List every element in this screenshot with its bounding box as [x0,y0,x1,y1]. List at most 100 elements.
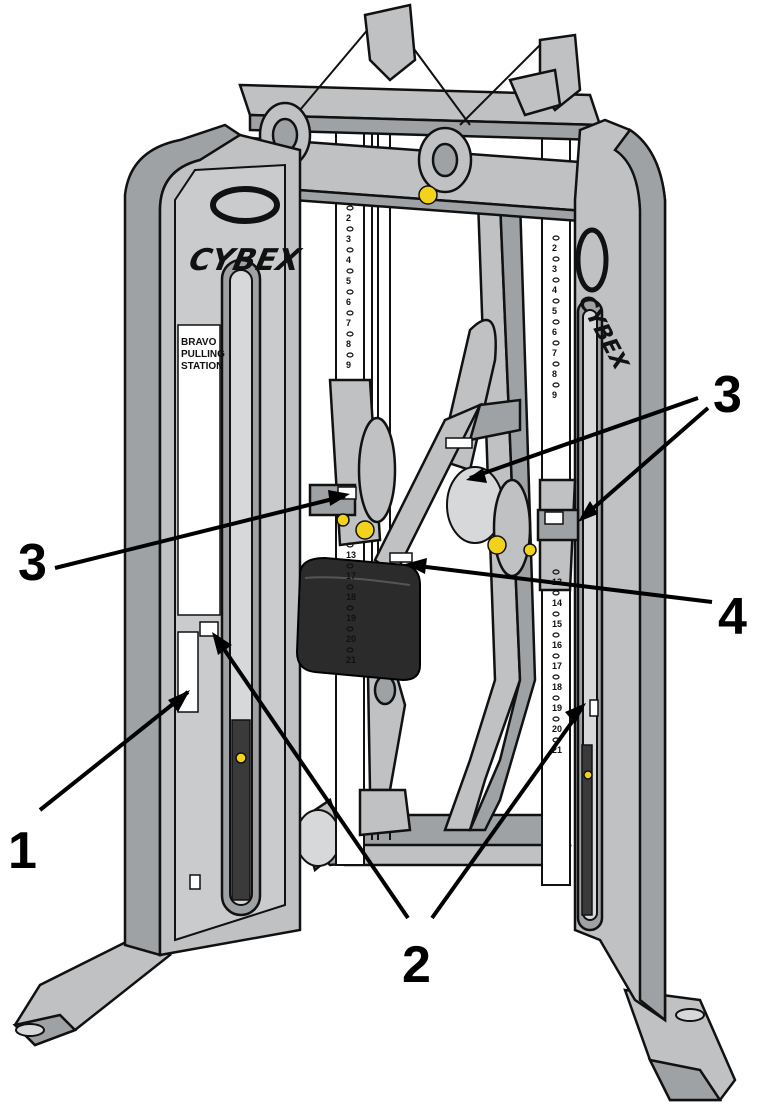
rail-number: 7 [346,318,351,328]
brand-logo-left: CYBEX [186,243,305,278]
rail-hole-icon [552,235,560,241]
arrowhead-icon [405,558,427,574]
yellow-knob-icon[interactable] [355,520,375,540]
left-labels [177,621,219,890]
rail-hole-icon [346,626,354,632]
callout-4: 4 [718,588,747,646]
rail-number: 9 [552,390,557,400]
rail-number: 21 [346,655,356,665]
rail-hole-icon [346,584,354,590]
arrowhead-icon [168,690,190,712]
yellow-knob-icon[interactable] [487,535,507,555]
right-label [589,699,599,717]
rail-number: 7 [552,348,557,358]
rail-hole-icon [552,611,560,617]
rail-hole-icon [346,205,354,211]
decal-line-3: STATION [181,361,223,372]
leader-lines [38,396,713,920]
lower-left-pulley [358,668,412,837]
rail-number: 20 [552,724,562,734]
rail-number: 3 [346,234,351,244]
rail-hole-icon [346,331,354,337]
rail-hole-icon [346,605,354,611]
rail-hole-icon [346,226,354,232]
rail-number: 16 [552,640,562,650]
decal-line-2: PULLING [181,349,225,360]
rail-number: 2 [346,213,351,223]
rail-number: 5 [346,276,351,286]
rear-crossbar [343,843,562,867]
rail-hole-icon [346,268,354,274]
left-foot [12,933,173,1047]
rail-number: 9 [346,360,351,370]
right-upright [573,118,667,1023]
rail-hole-icon [552,382,560,388]
rail-hole-icon [552,569,560,575]
left-rail-numbers: 2 3 4 5 6 7 8 9 13 17 18 19 20 21 [346,205,356,665]
leader-2a [213,634,410,920]
rail-hole-icon [552,361,560,367]
rail-number: 2 [552,243,557,253]
callout-3-left: 3 [18,534,47,592]
logo-left: CYBEX [186,186,305,278]
right-carriage[interactable] [487,478,580,592]
rail-hole-icon [552,340,560,346]
rail-number: 19 [552,703,562,713]
pulling-arm[interactable] [373,318,522,577]
rail-hole-icon [346,310,354,316]
rail-hole-icon [346,563,354,569]
arrowhead-icon [328,490,350,506]
leader-4 [409,563,713,604]
arrowhead-icon [565,703,586,724]
rail-hole-icon [346,289,354,295]
rail-number: 18 [552,682,562,692]
rail-hole-icon [552,298,560,304]
leader-3-left [54,494,346,570]
rail-hole-icon [552,256,560,262]
rail-number: 20 [346,634,356,644]
station-decal: BRAVO PULLING STATION [177,324,225,616]
rail-number: 4 [346,255,351,265]
leader-3-right-a [469,396,699,480]
rail-hole-icon [552,653,560,659]
right-foot [623,988,737,1102]
arrowhead-icon [212,632,232,655]
leader-3-right-b [580,406,710,520]
rail-number: 8 [552,369,557,379]
rail-hole-icon [346,647,354,653]
rail-hole-icon [552,590,560,596]
arrowhead-icon [578,501,598,522]
rail-number: 13 [346,550,356,560]
leader-2b [430,706,584,920]
rail-hole-icon [346,352,354,358]
rail-hole-icon [552,674,560,680]
rail-hole-icon [552,716,560,722]
center-column [443,198,537,832]
callout-2: 2 [402,936,431,994]
rail-number: 15 [552,619,562,629]
rail-number: 5 [552,306,557,316]
rail-number: 3 [552,264,557,274]
rail-number: 17 [346,571,356,581]
rail-hole-icon [346,247,354,253]
padded-cushion[interactable] [295,556,421,682]
rail-number: 4 [552,285,557,295]
rail-number: 6 [552,327,557,337]
left-carriage[interactable] [308,378,397,547]
yellow-knob-icon[interactable] [418,185,438,205]
rail-number: 19 [346,613,356,623]
rail-number: 17 [552,661,562,671]
rail-number: 18 [346,592,356,602]
rail-hole-icon [552,319,560,325]
leader-1 [38,690,190,812]
arrowhead-icon [466,468,487,483]
rail-hole-icon [552,632,560,638]
callout-1: 1 [8,822,37,880]
center-top-pulley [417,126,473,205]
rail-hole-icon [346,542,354,548]
callout-3-right: 3 [713,366,742,424]
rail-hole-icon [552,695,560,701]
rail-number: 8 [346,339,351,349]
rail-number: 6 [346,297,351,307]
